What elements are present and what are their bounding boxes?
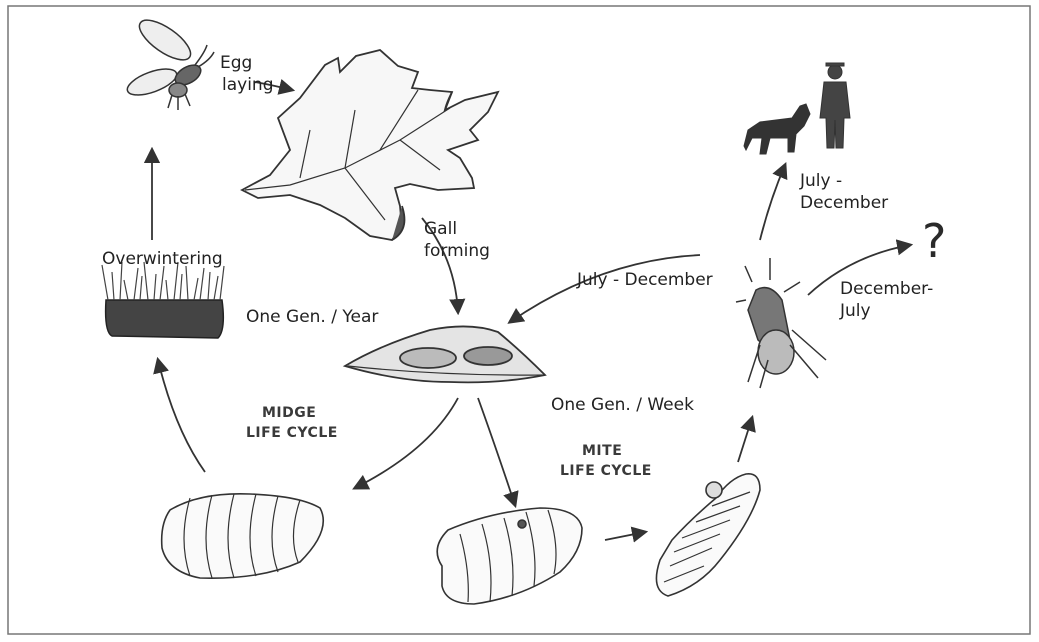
unknown-fate-question-mark: ? — [922, 218, 946, 264]
gall-icon — [345, 326, 545, 382]
mite-larva-with-mite-icon — [656, 474, 760, 596]
july-december-mid-label: July - December — [577, 269, 713, 291]
oak-leaf-icon — [242, 50, 498, 240]
dog-icon — [744, 104, 810, 154]
july-december-top-label-line2: December — [800, 192, 888, 214]
egg-laying-label-line2: laying — [222, 74, 274, 96]
mite-to-animals-arrow — [760, 165, 785, 240]
one-gen-week-label: One Gen. / Week — [551, 394, 694, 416]
midge-title-line1: MIDGE — [262, 404, 316, 422]
grass-tuft-icon — [102, 262, 224, 338]
december-july-label-line1: December- — [840, 278, 933, 300]
one-gen-year-label: One Gen. / Year — [246, 306, 378, 328]
egg-laying-label-line1: Egg — [220, 52, 252, 74]
adult-mite-icon — [736, 258, 826, 388]
gall-to-midge-larva-arrow — [355, 398, 458, 488]
midge-title-line2: LIFE CYCLE — [246, 424, 338, 442]
july-december-top-label-line1: July - — [800, 170, 842, 192]
adult-midge-icon — [124, 13, 214, 110]
gall-to-mite-larva-arrow — [478, 398, 515, 505]
mite-title-line1: MITE — [582, 442, 622, 460]
larva-to-overwintering-arrow — [158, 360, 205, 472]
gall-forming-label-line2: forming — [424, 240, 490, 262]
person-icon — [820, 63, 850, 148]
december-july-label-line2: July — [840, 300, 871, 322]
host-to-mite-arrow — [738, 418, 752, 462]
larva-to-mite-host-arrow — [605, 532, 645, 540]
gall-forming-label-line1: Gall — [424, 218, 457, 240]
midge-larva-icon — [162, 494, 324, 578]
overwintering-label: Overwintering — [102, 248, 223, 270]
mite-larva-icon — [437, 508, 582, 604]
mite-title-line2: LIFE CYCLE — [560, 462, 652, 480]
